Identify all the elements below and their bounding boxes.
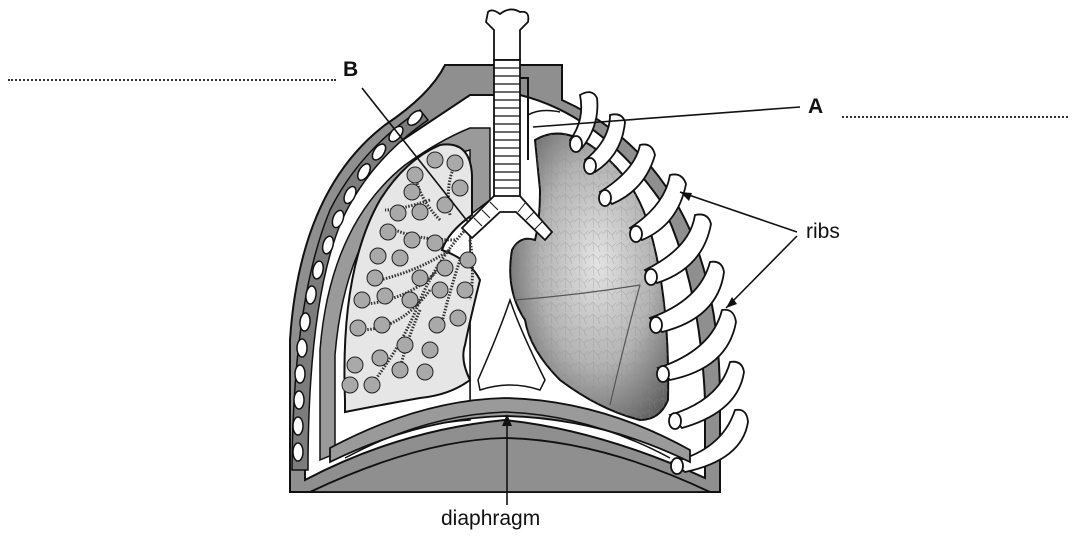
label-ribs: ribs	[806, 220, 840, 244]
label-a: A	[808, 95, 823, 119]
label-diaphragm: diaphragm	[441, 507, 540, 531]
leader-line-ribs-lower	[726, 236, 797, 308]
label-b: B	[343, 58, 358, 82]
answer-line-b[interactable]	[8, 79, 336, 81]
answer-line-a[interactable]	[842, 116, 1068, 118]
